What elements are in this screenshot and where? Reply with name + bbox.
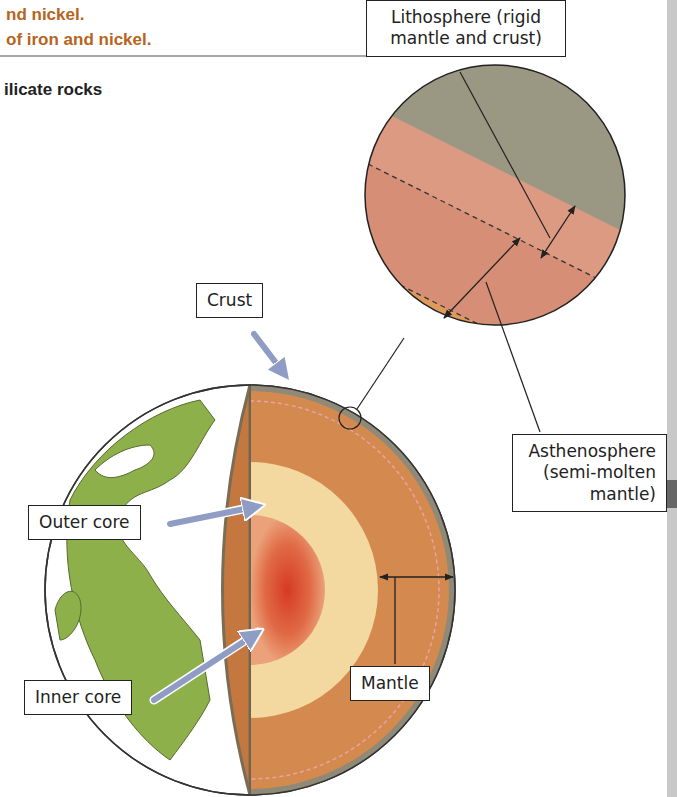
label-text: Asthenosphere (semi-molten mantle) [523,441,656,505]
globe [45,338,455,795]
page-edge [667,0,677,797]
page-tab [667,480,677,508]
label-box: Outer core [28,505,141,540]
label-text: of iron and nickel. [6,29,404,50]
heading-fragment: ilicate rocks [4,80,102,100]
label-box: Inner core [24,680,132,715]
label-text: Lithosphere (rigid mantle and crust) [377,7,555,50]
label-text: Crust [207,290,252,311]
label-box: Asthenosphere (semi-molten mantle) [512,434,667,512]
label-text: Inner core [35,687,121,708]
label-text: Mantle [361,673,419,694]
label-box: Lithosphere (rigid mantle and crust) [366,0,566,57]
mantle-dimension [380,577,453,664]
label-text: nd nickel. [6,4,404,25]
label-box: Crust [196,283,263,318]
label-box: Mantle [350,666,430,701]
label-text: Outer core [39,512,130,533]
note-box: nd nickel. of iron and nickel. [0,0,416,57]
zoom-section [360,60,630,432]
pointer-arrows [154,334,286,700]
